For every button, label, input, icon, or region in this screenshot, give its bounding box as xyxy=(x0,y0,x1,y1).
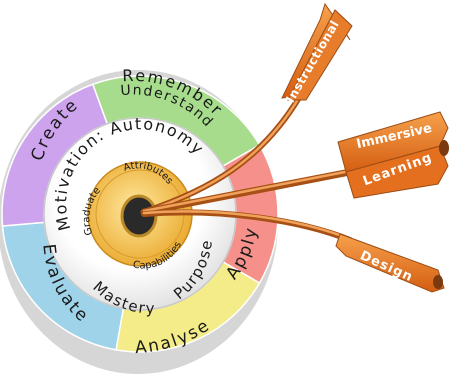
arrow-instructional xyxy=(141,2,353,215)
arrow-design xyxy=(141,209,445,293)
arrow-immersive-fletching xyxy=(337,111,449,173)
target xyxy=(0,70,279,374)
outer-ring xyxy=(1,75,279,353)
arrow-immersive-learning xyxy=(140,111,449,216)
arrows xyxy=(140,2,449,293)
label-instructional: Instructional xyxy=(283,18,342,105)
arrow-design-fletching xyxy=(335,233,445,293)
